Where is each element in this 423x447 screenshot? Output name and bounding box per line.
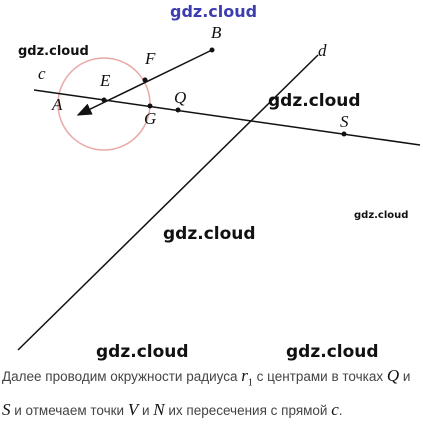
point-f <box>142 77 148 83</box>
line-d <box>17 54 319 351</box>
label-b: B <box>211 23 222 42</box>
point-q <box>175 107 181 113</box>
watermark: gdz.cloud <box>163 224 256 244</box>
label-q: Q <box>174 88 186 107</box>
caption-part: и <box>399 369 411 384</box>
watermark-top: gdz.cloud <box>170 2 258 21</box>
caption-text: Далее проводим окружности радиуса r1 с ц… <box>2 362 420 424</box>
watermark: gdz.cloud <box>268 91 361 111</box>
math-n: N <box>153 400 165 420</box>
watermark: gdz.cloud <box>96 342 189 362</box>
math-r: r1 <box>241 366 253 389</box>
point-b <box>209 47 215 53</box>
label-a: A <box>51 95 63 114</box>
point-g <box>147 103 153 109</box>
label-f: F <box>144 49 156 68</box>
line-c <box>33 89 421 146</box>
label-g: G <box>144 109 156 128</box>
math-v: V <box>127 400 139 420</box>
label-c: c <box>38 64 46 83</box>
label-d: d <box>318 41 327 60</box>
math-s: S <box>2 400 11 420</box>
label-e: E <box>99 71 111 90</box>
watermark: gdz.cloud <box>18 44 89 59</box>
caption-part: и <box>138 403 154 419</box>
caption-part: с центрами в точках <box>252 369 387 384</box>
caption-part: их пересечения с прямой <box>164 403 332 419</box>
caption-part: и отмечаем точки <box>10 403 128 419</box>
point-s <box>341 131 347 137</box>
watermark: gdz.cloud <box>286 342 379 362</box>
math-c: c <box>331 400 339 420</box>
math-q: Q <box>386 366 400 385</box>
watermark: gdz.cloud <box>354 210 409 221</box>
caption-part: Далее проводим окружности радиуса <box>2 369 242 384</box>
point-e <box>101 97 107 103</box>
caption-part: . <box>338 403 343 419</box>
label-s: S <box>340 112 349 131</box>
